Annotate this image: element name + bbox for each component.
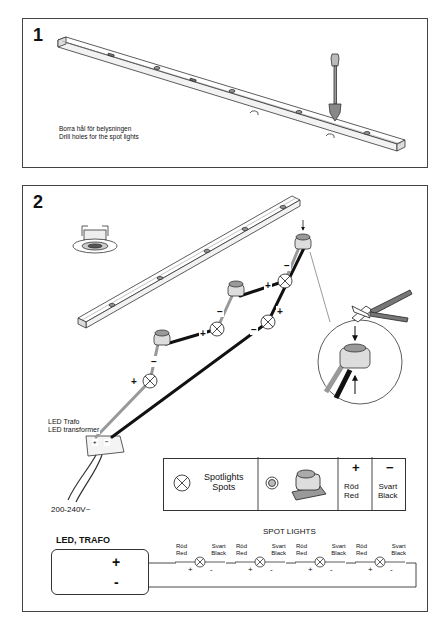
polarity-sign: - [270,565,273,574]
polarity-sign: + [92,439,98,446]
polarity-sign: + [264,280,272,291]
polarity-sign: − [250,324,258,335]
legend-text: Röd Red [344,482,359,500]
legend-icons [174,457,372,510]
polarity-sign: + [368,565,373,574]
step-panel: 2Spotlights Spots+Röd Red−Svart BlackLED… [22,185,428,612]
wire-color: Röd Red [236,543,247,557]
wire-color: Svart Black [271,543,286,557]
splice-connector [154,220,311,345]
drill-bit [329,54,341,121]
polarity-sign: - [210,565,213,574]
wire [96,248,304,437]
polarity-sign: − [150,356,158,367]
polarity-sign: - [330,565,333,574]
wire-color: Svart Black [331,543,346,557]
wire-connector [149,563,416,587]
polarity-sign: − [216,306,224,317]
polarity-sign: + [112,554,120,570]
wire-connector [286,563,296,564]
transformer-box: LED, TRAFO+- [51,549,149,595]
polarity-sign: + [308,565,313,574]
legend-text: Svart Black [378,482,398,500]
part-label: LED Trafo [47,418,81,426]
wire-color: Svart Black [391,543,406,557]
polarity-sign: + [248,565,253,574]
polarity-sign: − [104,439,110,446]
polarity-sign: − [386,461,394,476]
wire-connector [149,563,176,564]
wire-color: Röd Red [356,543,367,557]
wire-connector [346,563,356,564]
polarity-sign: - [114,574,119,590]
wire-connector [226,563,236,564]
polarity-sign: + [352,461,360,476]
pliers [352,290,412,322]
polarity-sign: + [199,328,207,339]
polarity-sign: + [130,376,138,387]
wire-color: Svart Black [211,543,226,557]
legend-table: Spotlights Spots + Röd Red − Svart Black [163,458,406,511]
polarity-sign: - [390,565,393,574]
spot-light: Röd Red Svart Black + - [176,543,226,577]
polarity-sign: + [188,565,193,574]
spot-light: Röd Red Svart Black + - [296,543,346,577]
rail [78,196,300,328]
spot-fixture [73,226,117,253]
wire-color: Röd Red [296,543,307,557]
voltage-label: 200-240V~ [50,506,91,515]
part-label: LED transformer [47,426,100,434]
wire-color: Röd Red [176,543,187,557]
box-heading: LED, TRAFO [56,535,110,545]
zoom-detail [310,252,402,404]
spot-symbol [143,274,292,388]
rail [58,37,405,151]
step-panel: 1Borra hål för belysningenDrill holes fo… [22,18,428,168]
schematic-title: SPOT LIGHTS [262,528,317,537]
polarity-sign: − [283,260,291,271]
instruction-text: Drill holes for the spot lights [59,133,139,140]
led-transformer [68,436,124,502]
spot-light: Röd Red Svart Black + - [236,543,286,577]
step-number: 1 [33,25,43,46]
legend-text: Spotlights Spots [204,472,244,493]
spot-light: Röd Red Svart Black + - [356,543,406,577]
instruction-text: Borra hål för belysningen [59,125,131,132]
step-number: 2 [33,192,43,213]
polarity-sign: + [276,306,284,317]
